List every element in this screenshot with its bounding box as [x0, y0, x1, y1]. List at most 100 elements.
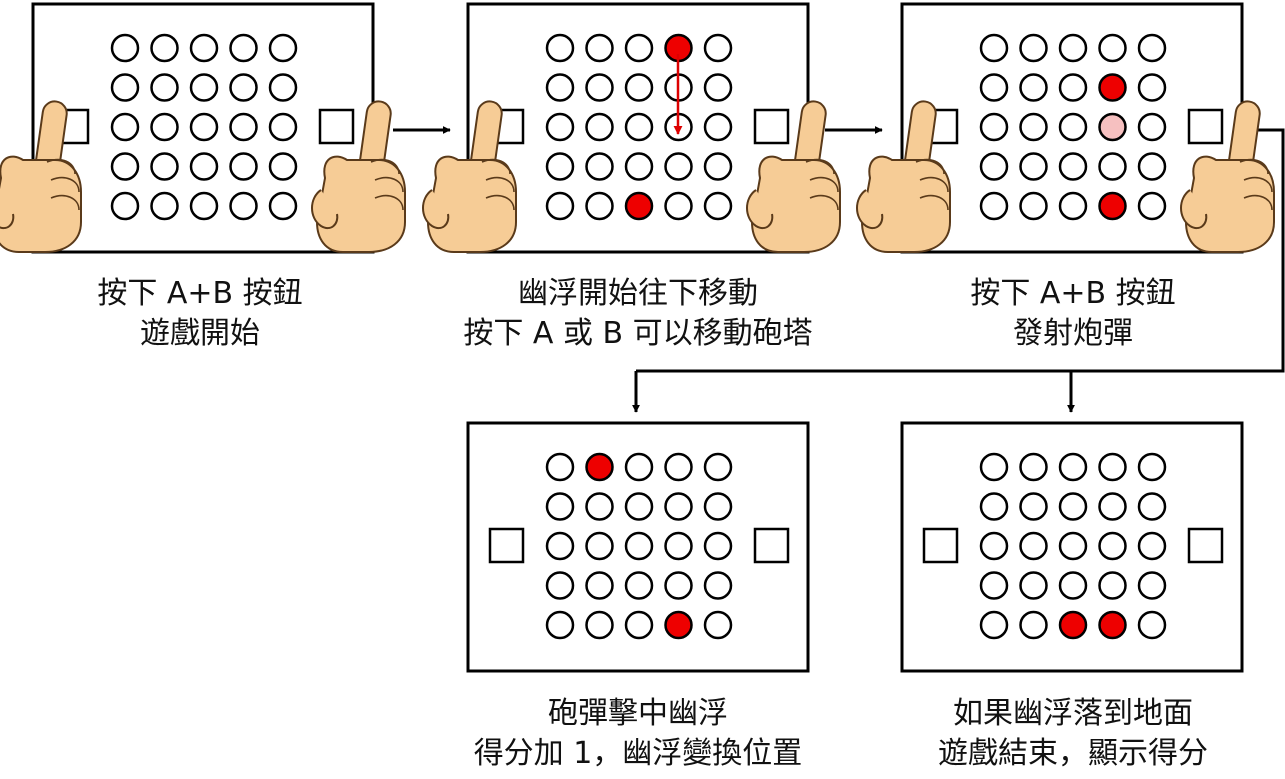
button-a: [922, 527, 959, 564]
led-r1-c1: [150, 73, 179, 102]
led-r2-c2: [624, 112, 654, 142]
caption-step4: 砲彈擊中幽浮 得分加 1，幽浮變換位置: [438, 694, 838, 774]
led-r1-c4: [268, 73, 298, 102]
led-r0-c4: [703, 452, 733, 482]
led-r1-c2: [1058, 492, 1088, 521]
led-r4-c2: [189, 191, 219, 221]
board-ghost-moving: [422, 2, 841, 254]
finger-pressing-button-icon: [311, 100, 406, 253]
led-r3-c3: [1098, 152, 1127, 181]
led-r4-c0: [110, 191, 140, 221]
led-r2-c0: [979, 112, 1009, 142]
led-r2-c2: [1058, 112, 1088, 142]
button-b: [1187, 108, 1224, 145]
led-r4-c0: [979, 610, 1009, 640]
led-r3-c4: [1137, 571, 1167, 600]
caption-step5-line1: 如果幽浮落到地面: [953, 696, 1193, 731]
finger-pressing-button-icon: [746, 100, 841, 253]
led-r0-c3: [1098, 452, 1127, 482]
led-r3-c3: [664, 571, 693, 600]
button-b: [753, 527, 790, 564]
led-r2-c4: [703, 112, 733, 142]
led-r4-c3: [664, 610, 693, 640]
connector-step3-branch: [636, 128, 1285, 373]
led-r0-c0: [979, 33, 1009, 63]
board-fire: [856, 2, 1275, 254]
led-r2-c2: [189, 112, 219, 142]
led-r3-c2: [624, 152, 654, 181]
led-r0-c4: [703, 33, 733, 63]
finger-pressing-button-icon: [422, 100, 517, 253]
led-r4-c3: [1098, 610, 1127, 640]
led-r0-c2: [624, 452, 654, 482]
led-r2-c1: [1019, 531, 1048, 561]
finger-pressing-button-icon: [0, 100, 82, 253]
led-r4-c0: [545, 191, 575, 221]
caption-step2-line2: 按下 A 或 B 可以移動砲塔: [463, 316, 813, 351]
led-r4-c1: [585, 191, 614, 221]
led-r1-c0: [110, 73, 140, 102]
led-r3-c4: [703, 152, 733, 181]
led-r2-c3: [1098, 112, 1127, 142]
led-r3-c2: [1058, 571, 1088, 600]
led-r0-c3: [229, 33, 258, 63]
led-r2-c4: [1137, 112, 1167, 142]
led-r0-c1: [1019, 33, 1048, 63]
caption-step5: 如果幽浮落到地面 遊戲結束，顯示得分: [873, 694, 1273, 774]
led-r0-c3: [1098, 33, 1127, 63]
led-r1-c4: [1137, 73, 1167, 102]
led-r3-c4: [1137, 152, 1167, 181]
led-r2-c0: [110, 112, 140, 142]
led-r2-c1: [585, 112, 614, 142]
led-r0-c4: [1137, 33, 1167, 63]
led-r0-c1: [1019, 452, 1048, 482]
caption-step3-line1: 按下 A+B 按鈕: [970, 276, 1176, 311]
led-r0-c0: [545, 452, 575, 482]
led-r3-c4: [268, 152, 298, 181]
led-r1-c1: [1019, 73, 1048, 102]
led-r3-c1: [585, 152, 614, 181]
led-r1-c4: [703, 73, 733, 102]
led-r3-c1: [150, 152, 179, 181]
led-r1-c4: [703, 492, 733, 521]
led-r4-c3: [664, 191, 693, 221]
led-r0-c1: [585, 452, 614, 482]
caption-step1-line2: 遊戲開始: [140, 316, 260, 351]
led-r4-c4: [1137, 610, 1167, 640]
led-r2-c1: [150, 112, 179, 142]
led-r4-c2: [624, 610, 654, 640]
caption-step3: 按下 A+B 按鈕 發射炮彈: [873, 274, 1273, 354]
finger-pressing-button-icon: [1180, 100, 1275, 253]
led-r2-c4: [703, 531, 733, 561]
led-r4-c4: [703, 191, 733, 221]
board-game-over: [900, 421, 1244, 673]
led-r1-c1: [585, 492, 614, 521]
led-r2-c3: [664, 531, 693, 561]
caption-step1: 按下 A+B 按鈕 遊戲開始: [0, 274, 400, 354]
caption-step2-line1: 幽浮開始往下移動: [518, 276, 758, 311]
button-b: [753, 108, 790, 145]
led-r0-c3: [664, 452, 693, 482]
led-r0-c1: [585, 33, 614, 63]
led-r1-c2: [1058, 73, 1088, 102]
led-r3-c3: [229, 152, 258, 181]
led-r1-c3: [1098, 492, 1127, 521]
led-r4-c1: [1019, 191, 1048, 221]
led-r0-c2: [1058, 33, 1088, 63]
led-r4-c1: [150, 191, 179, 221]
led-r1-c3: [1098, 73, 1127, 102]
caption-step3-line2: 發射炮彈: [1013, 316, 1133, 351]
led-r4-c2: [624, 191, 654, 221]
led-r4-c0: [545, 610, 575, 640]
led-r1-c0: [545, 492, 575, 521]
led-r1-c0: [545, 73, 575, 102]
led-r4-c1: [1019, 610, 1048, 640]
led-r1-c3: [229, 73, 258, 102]
led-r4-c1: [585, 610, 614, 640]
led-r1-c0: [979, 492, 1009, 521]
led-r2-c0: [545, 531, 575, 561]
board-start: [0, 2, 406, 254]
led-r1-c4: [1137, 492, 1167, 521]
led-r4-c3: [1098, 191, 1127, 221]
flow-connectors: [393, 126, 1285, 413]
